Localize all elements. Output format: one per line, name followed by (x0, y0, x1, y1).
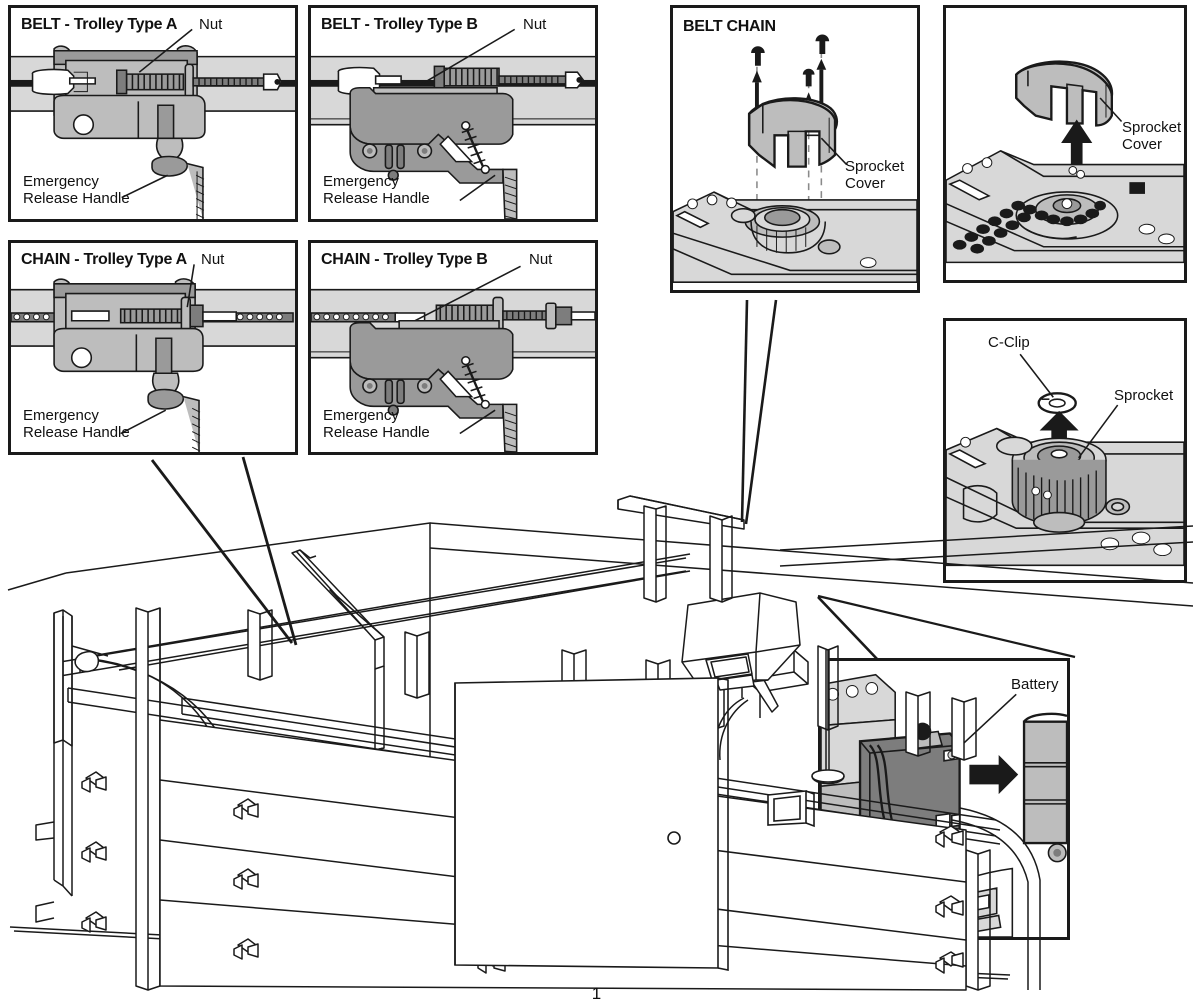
panel-belt-trolley-b: BELT - Trolley Type B Nut Emergency Rele… (308, 5, 598, 222)
panel-title-belt-trolley-b: BELT - Trolley Type B (321, 16, 478, 33)
callout-sprocket: Sprocket (1114, 387, 1174, 404)
callout-emergency-release-handle: Emergency Release Handle (323, 407, 430, 441)
panel-belt-chain-sprocket-cover: BELT CHAIN Sprocket Cover (670, 5, 920, 293)
callout-c-clip: C-Clip (988, 334, 1030, 351)
callout-battery: Battery (1011, 676, 1059, 693)
panel-chain-trolley-a: CHAIN - Trolley Type A Nut Emergency Rel… (8, 240, 298, 455)
callout-sprocket-cover: Sprocket Cover (845, 158, 905, 192)
panel-belt-trolley-a: BELT - Trolley Type A Nut Emergency Rele… (8, 5, 298, 222)
callout-emergency-release-handle: Emergency Release Handle (23, 173, 130, 207)
panel-chain-trolley-b: CHAIN - Trolley Type B Nut Emergency Rel… (308, 240, 598, 455)
belt-chain-illustration (673, 34, 917, 283)
callout-nut: Nut (529, 251, 553, 268)
callout-nut: Nut (523, 16, 547, 33)
belt-trolley-b-illustration (311, 28, 595, 219)
panel-title-chain-trolley-b: CHAIN - Trolley Type B (321, 251, 488, 268)
c-clip-sprocket-illustration (946, 353, 1184, 567)
chain-trolley-b-illustration (311, 265, 595, 452)
callout-nut: Nut (199, 16, 223, 33)
panel-chain-sprocket-cover: Sprocket Cover (943, 5, 1187, 283)
callout-emergency-release-handle: Emergency Release Handle (23, 407, 130, 441)
chain-sprocket-cover-illustration (946, 60, 1184, 264)
page-number: 1 (591, 984, 602, 1003)
belt-trolley-a-illustration (11, 28, 295, 219)
panel-title-belt-chain: BELT CHAIN (683, 18, 776, 35)
panel-c-clip-sprocket: C-Clip Sprocket (943, 318, 1187, 583)
callout-nut: Nut (201, 251, 225, 268)
callout-emergency-release-handle: Emergency Release Handle (323, 173, 430, 207)
main-illustration (7, 495, 1193, 991)
panel-title-chain-trolley-a: CHAIN - Trolley Type A (21, 251, 187, 268)
panel-title-belt-trolley-a: BELT - Trolley Type A (21, 16, 178, 33)
callout-sprocket-cover: Sprocket Cover (1122, 119, 1182, 153)
chain-trolley-a-illustration (11, 264, 295, 452)
